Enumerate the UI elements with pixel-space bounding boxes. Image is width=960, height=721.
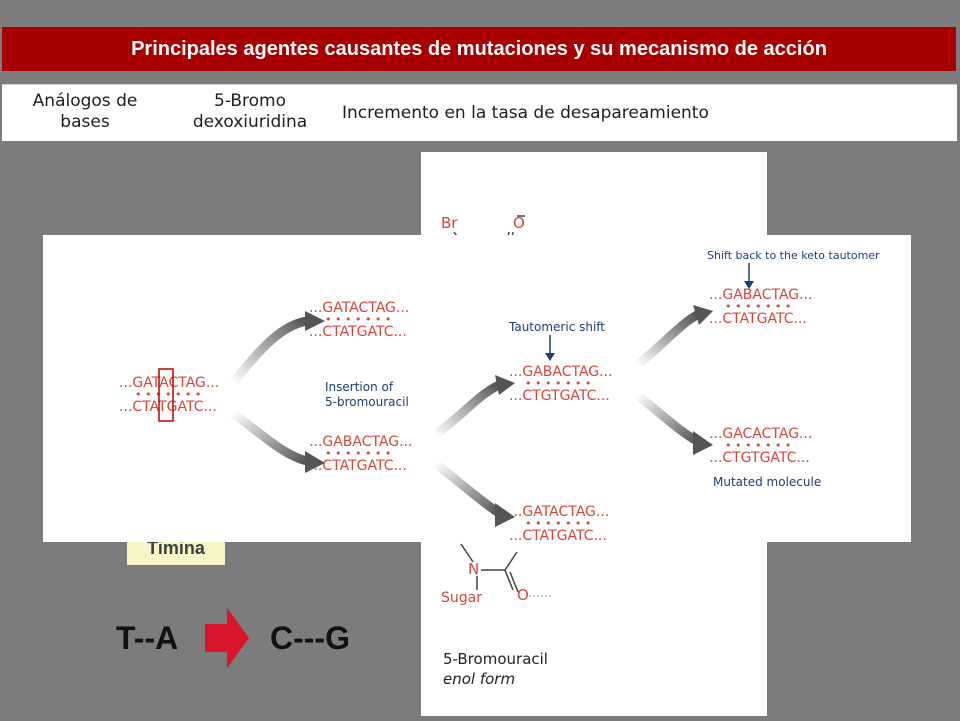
slide-title: Principales agentes causantes de mutacio… (2, 27, 956, 71)
replica-bottom-strand-1: ...CTATGATC... (309, 324, 407, 340)
nitrogen-label: N (468, 560, 479, 578)
agent-class-line-1: Análogos de (32, 91, 138, 111)
tautomer-bottom-strand: ...CTGTGATC... (509, 388, 610, 404)
tautomeric-shift-label: Tautomeric shift (508, 320, 605, 334)
insertion-label-line-1: Insertion of (325, 380, 394, 394)
insertion-top-strand: ...GABACTAG... (309, 434, 412, 450)
arrow-to-replica (228, 316, 312, 388)
arrow-to-keto (632, 310, 702, 370)
arrow-to-tautomer (430, 380, 504, 440)
agent-name-cell: 5-Bromo dexoxiuridina (180, 91, 320, 133)
mutagen-table-row: Análogos de bases 5-Bromo dexoxiuridina … (2, 84, 957, 141)
original-bottom-strand: ...CTATGATC... (119, 399, 217, 415)
to-base-pair: C---G (270, 620, 350, 656)
keto-bottom-strand: ...CTATGATC... (709, 311, 807, 327)
replica-bottom-strand-2: ...CTATGATC... (509, 528, 607, 542)
bromine-label: Br (441, 214, 458, 232)
keto-pairing-dots: • • • • • • • (725, 300, 791, 313)
keto-top-strand: ...GABACTAG... (709, 287, 812, 303)
agent-class-line-2: bases (60, 112, 110, 132)
compound-form-caption: enol form (443, 670, 515, 688)
replica-top-strand-1: ...GATACTAG... (309, 300, 409, 316)
replica-pairing-dots-1: • • • • • • • (325, 313, 391, 326)
original-top-strand: ...GATACTAG... (119, 375, 219, 391)
insertion-pairing-dots: • • • • • • • (325, 447, 391, 460)
conversion-arrow-icon (205, 608, 249, 668)
original-pairing-dots: • • • • • • • (135, 388, 201, 401)
mutated-top-strand: ...GACACTAG... (709, 426, 812, 442)
replica-pairing-dots-2: • • • • • • • (525, 517, 591, 530)
sugar-label: Sugar (441, 590, 482, 606)
agent-name-line-1: 5-Bromo (214, 91, 286, 111)
tautomer-top-strand: ...GABACTAG... (509, 364, 612, 380)
insertion-label-line-2: 5-bromouracil (325, 395, 409, 409)
oxygen-label: O (513, 214, 525, 232)
mechanism-cell: Incremento en la tasa de desapareamiento (342, 103, 709, 123)
from-base-pair: T--A (116, 620, 179, 656)
thymine-highlight-box (158, 368, 174, 422)
insertion-bottom-strand: ...CTATGATC... (309, 458, 407, 474)
arrow-to-second-replica (430, 458, 504, 518)
tautomer-pairing-dots: • • • • • • • (525, 377, 591, 390)
compound-caption: 5-Bromouracil (443, 650, 548, 668)
arrow-to-mutated (632, 390, 702, 446)
agent-class-cell: Análogos de bases (20, 91, 150, 133)
agent-name-line-2: dexoxiuridina (192, 112, 308, 132)
shift-back-label: Shift back to the keto tautomer (707, 249, 880, 262)
oxygen-label-lower: O (517, 586, 529, 604)
replica-top-strand-2: ...GATACTAG... (509, 504, 609, 520)
bromouracil-mutation-diagram: ...GATACTAG... • • • • • • • ...CTATGATC… (43, 235, 911, 544)
arrow-to-insertion (228, 408, 312, 466)
mutated-molecule-label: Mutated molecule (713, 475, 821, 489)
mutated-pairing-dots: • • • • • • • (725, 439, 791, 452)
base-pair-conversion: T--A C---G (0, 604, 420, 674)
mutated-bottom-strand: ...CTGTGATC... (709, 450, 810, 466)
